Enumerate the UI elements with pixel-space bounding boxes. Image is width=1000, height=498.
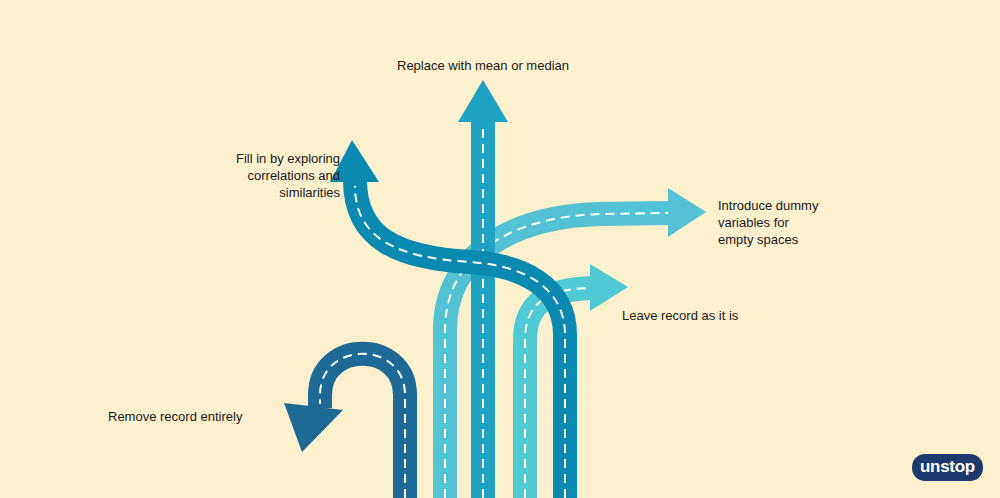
- option-label: Fill in by exploring correlations and si…: [216, 150, 340, 201]
- option-label: Remove record entirely: [108, 408, 308, 425]
- road-arrow: [458, 80, 508, 498]
- option-label: Leave record as it is: [622, 307, 822, 324]
- road-arrow: [284, 354, 405, 498]
- option-label: Introduce dummy variables for empty spac…: [718, 197, 826, 248]
- watermark-logo: unstop: [912, 454, 983, 481]
- road-arrow: [330, 140, 565, 498]
- option-label: Replace with mean or median: [383, 57, 583, 74]
